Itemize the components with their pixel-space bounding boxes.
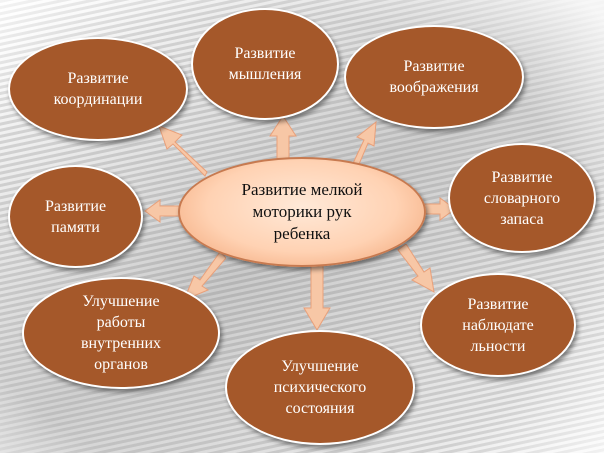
node-imagination: Развитие воображения <box>344 25 524 129</box>
arrow-to-organs <box>183 251 226 301</box>
node-thinking-label: Развитие мышления <box>228 45 302 83</box>
node-observation-label: Развитие наблюдате льности <box>462 295 534 355</box>
center-node-label: Развитие мелкой моторики рук ребенка <box>241 180 363 243</box>
node-psyche: Улучшение психического состояния <box>225 330 415 445</box>
node-organs: Улучшение работы внутренних органов <box>22 277 220 389</box>
node-psyche-label: Улучшение психического состояния <box>273 358 367 417</box>
node-coordination-label: Развитие координации <box>53 70 143 108</box>
center-node: Развитие мелкой моторики рук ребенка <box>178 157 426 267</box>
node-memory-label: Развитие памяти <box>44 197 107 236</box>
arrow-to-observation <box>397 244 435 293</box>
node-vocabulary-label: Развитие словарного запаса <box>483 168 561 228</box>
node-vocabulary: Развитие словарного запаса <box>448 143 596 253</box>
node-observation: Развитие наблюдате льности <box>420 273 576 377</box>
node-memory: Развитие памяти <box>8 165 143 268</box>
arrow-to-psyche <box>303 266 331 331</box>
node-coordination: Развитие координации <box>8 37 188 141</box>
node-thinking: Развитие мышления <box>191 8 339 120</box>
node-imagination-label: Развитие воображения <box>389 58 479 96</box>
node-organs-label: Улучшение работы внутренних органов <box>80 293 162 373</box>
arrow-to-coordination <box>158 125 208 177</box>
